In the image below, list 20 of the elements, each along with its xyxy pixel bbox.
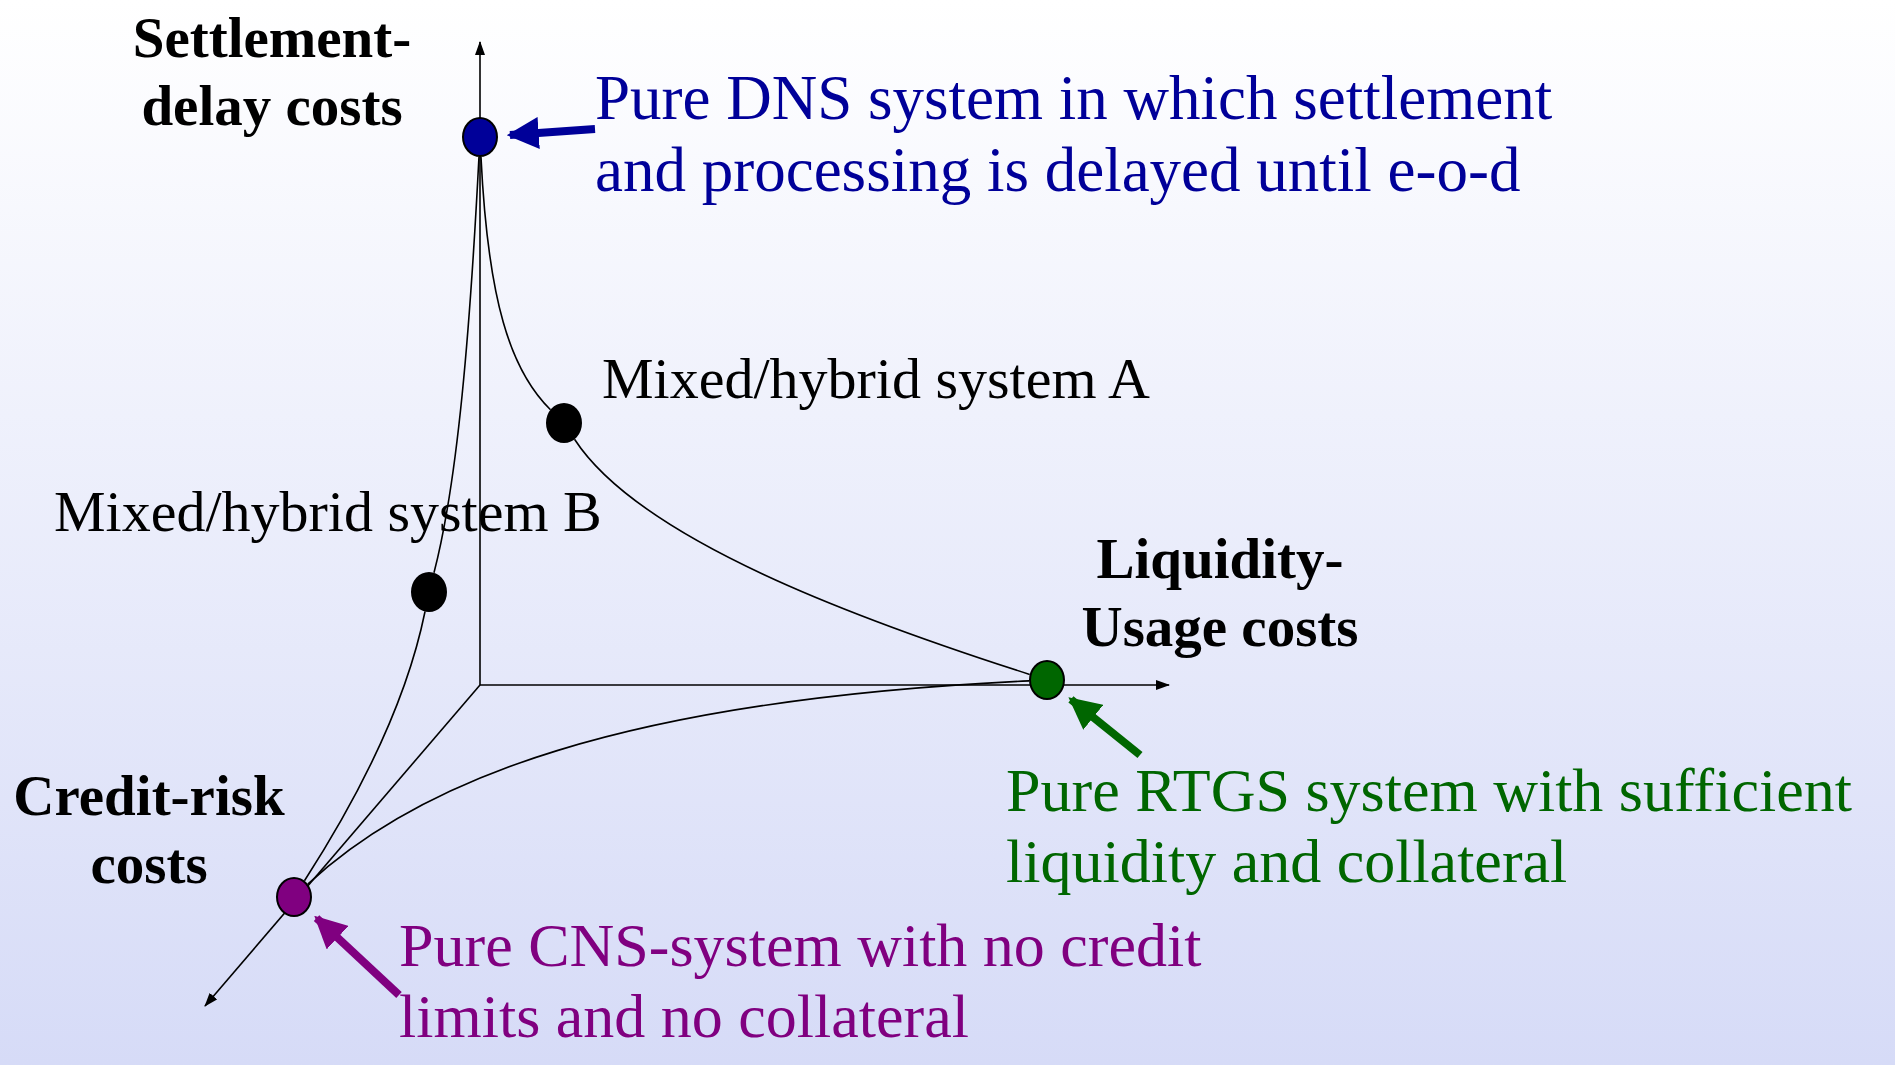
point-marker [411, 572, 447, 612]
curve-line [480, 156, 552, 411]
point-marker [1029, 660, 1065, 700]
point-marker [546, 403, 582, 443]
axis-title: Liquidity-Usage costs [1080, 526, 1360, 661]
point-marker [276, 877, 312, 917]
curve-line [573, 438, 1031, 676]
description-text: Pure CNS-system with no credit limits and no collateral [399, 910, 1259, 1053]
axis-title: Credit-risk costs [12, 763, 286, 898]
arrow [313, 915, 402, 998]
curve-line [433, 156, 480, 574]
description-text: Pure RTGS system with sufficient liquidity and collateral [1006, 755, 1895, 898]
curve-line [303, 610, 426, 882]
axis-title: Settlement-delay costs [131, 5, 413, 140]
point-marker [462, 117, 498, 157]
curve-line [307, 680, 1030, 885]
point-label: Mixed/hybrid system A [602, 345, 1150, 412]
arrow [1068, 696, 1143, 759]
description-text: Pure DNS system in which settlement and processing is delayed until e-o-d [595, 62, 1605, 207]
arrow [506, 116, 596, 149]
